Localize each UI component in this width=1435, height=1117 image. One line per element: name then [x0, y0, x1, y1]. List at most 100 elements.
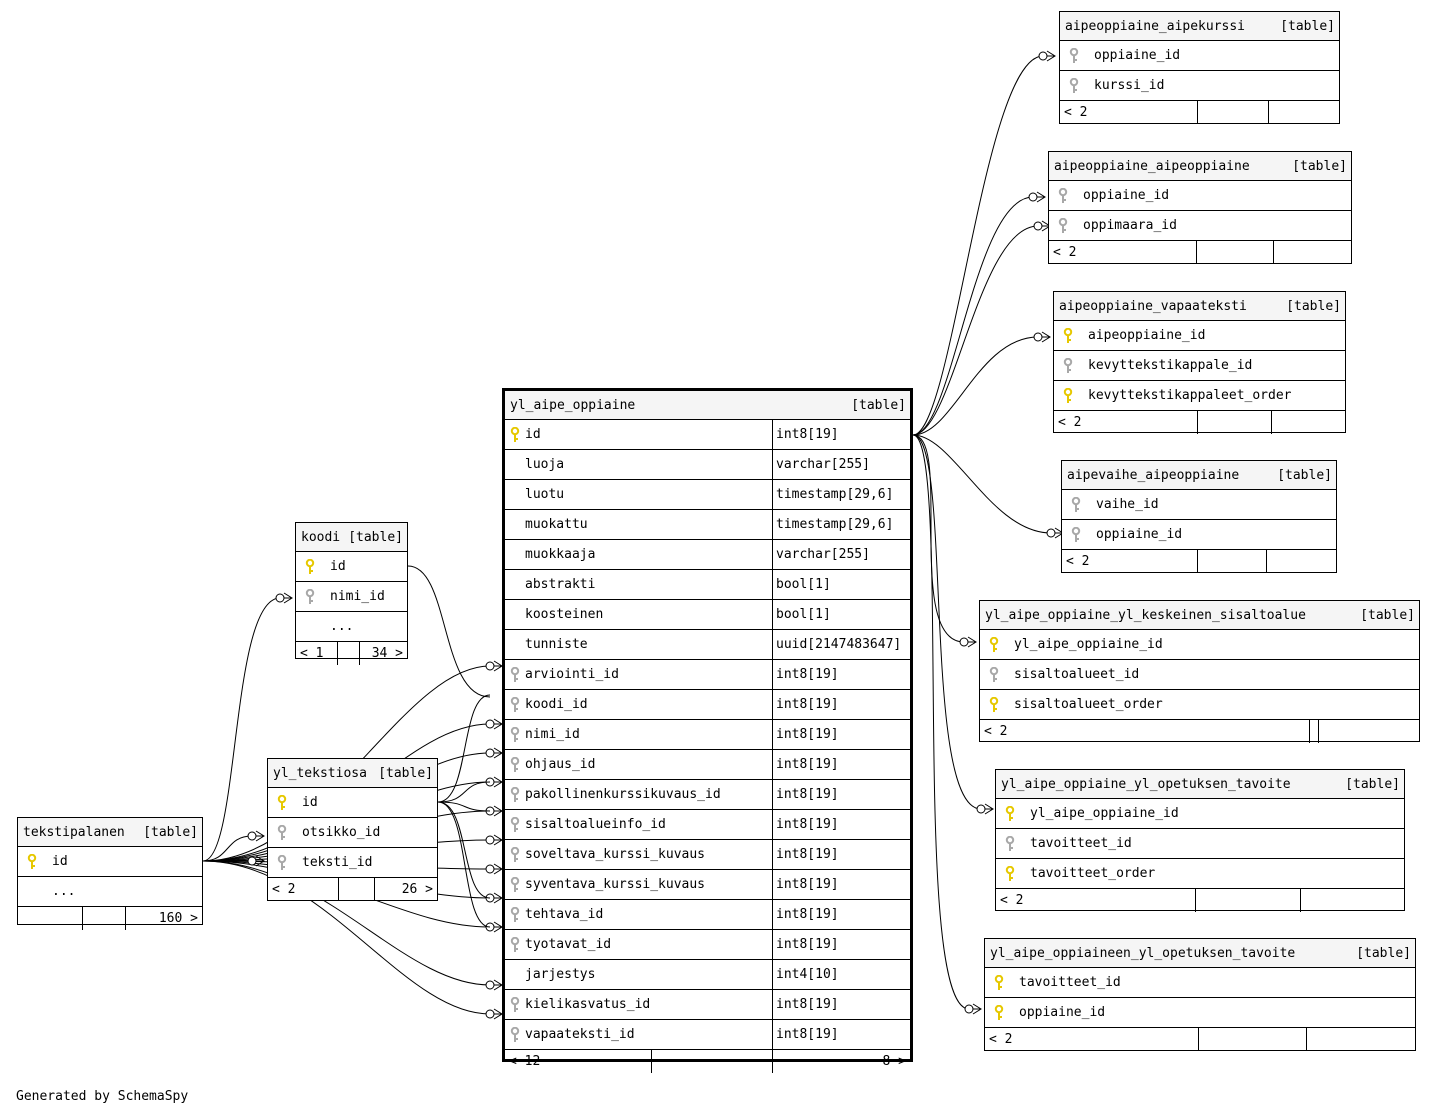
edge-marker-11 [485, 748, 495, 758]
primary-key-icon [18, 853, 46, 870]
table-aipeoppiaine-aipeoppiaine[interactable]: aipeoppiaine_aipeoppiaine[table]oppiaine… [1048, 151, 1352, 264]
edge-aipekurssi-crowfoot [1046, 50, 1056, 62]
footer-cell [1199, 1028, 1307, 1051]
table-name: aipeoppiaine_aipekurssi [1065, 18, 1246, 34]
foreign-key-icon [268, 854, 296, 871]
foreign-key-icon [1062, 496, 1090, 513]
table-yl-aipe-oppiaineen-yl-opetuksen-tavoite[interactable]: yl_aipe_oppiaineen_yl_opetuksen_tavoite[… [984, 938, 1416, 1051]
foreign-key-icon [505, 756, 525, 773]
edge-tekstiosa-marker-1 [247, 856, 257, 866]
edge-tekstiosa-crowfoot-0 [255, 830, 265, 842]
edge-tekstiosa-main-16 [437, 801, 491, 899]
edge-oppiaineen-tavoite [912, 434, 970, 1010]
column-type: timestamp[29,6] [772, 510, 910, 539]
edge-koodi [407, 565, 491, 698]
parents-count[interactable]: < 2 [996, 889, 1196, 912]
edge-vapaateksti-optional-marker [1033, 332, 1043, 342]
edge-crowfoot-13 [493, 805, 503, 817]
foreign-key-icon [996, 835, 1024, 852]
column-name: muokattu [525, 517, 588, 532]
primary-key-icon [296, 558, 324, 575]
parents-count[interactable]: < 2 [1062, 550, 1198, 573]
primary-key-icon [1054, 327, 1082, 344]
column-name: yl_aipe_oppiaine_id [1014, 637, 1163, 652]
column-name: ... [330, 619, 354, 634]
column-name: koosteinen [525, 607, 604, 622]
table-tekstipalanen[interactable]: tekstipalanen[table]id...160 > [17, 817, 203, 930]
table-name: aipeoppiaine_vapaateksti [1059, 298, 1247, 314]
children-count[interactable]: 8 > [882, 1054, 906, 1069]
column-row: abstrakti bool[1] [505, 570, 910, 600]
column-name: abstrakti [525, 577, 596, 592]
foreign-key-icon [505, 726, 525, 743]
children-count[interactable]: 34 > [371, 646, 403, 661]
column-name: aipeoppiaine_id [1088, 328, 1206, 343]
edge-aipeoppiaine-oppiaine-crowfoot [1036, 191, 1046, 203]
children-count [1272, 411, 1345, 434]
table-aipeoppiaine-vapaateksti[interactable]: aipeoppiaine_vapaateksti[table]aipeoppia… [1053, 291, 1346, 434]
table-yl-aipe-oppiaine-yl-keskeinen-sisaltoalue[interactable]: yl_aipe_oppiaine_yl_keskeinen_sisaltoalu… [979, 600, 1420, 743]
column-name: syventava_kurssi_kuvaus [525, 877, 706, 892]
edge-marker-19 [485, 980, 495, 990]
edge-marker-15 [485, 864, 495, 874]
edge-crowfoot-19 [493, 979, 503, 991]
table-footer: < 1 34 > [296, 642, 407, 665]
table-name: yl_tekstiosa [273, 765, 367, 781]
parents-count[interactable]: < 2 [268, 878, 339, 901]
column-name: nimi_id [330, 589, 385, 604]
edge-oppiaineen-tavoite-crowfoot [972, 1003, 982, 1015]
parents-count[interactable]: < 2 [1060, 101, 1198, 124]
column-row: kurssi_id [1060, 71, 1339, 101]
table-footer: < 2 [996, 889, 1404, 912]
table-yl-aipe-oppiaine-yl-opetuksen-tavoite[interactable]: yl_aipe_oppiaine_yl_opetuksen_tavoite [ta… [995, 769, 1405, 912]
footer-cell [1198, 550, 1267, 573]
footer-cell [83, 907, 126, 930]
table-header: yl_tekstiosa[table] [268, 759, 437, 788]
column-name: teksti_id [302, 855, 373, 870]
primary-key-icon [980, 636, 1008, 653]
edge-keskeinen-optional-marker [959, 637, 969, 647]
foreign-key-icon [505, 846, 525, 863]
foreign-key-icon [1049, 187, 1077, 204]
parents-count[interactable]: < 1 [296, 642, 338, 665]
table-header: yl_aipe_oppiaine_yl_opetuksen_tavoite [ta… [996, 770, 1404, 799]
children-count[interactable]: 160 > [158, 911, 198, 926]
table-header: aipevaihe_aipeoppiaine[table] [1062, 461, 1336, 490]
column-name: oppiaine_id [1019, 1005, 1106, 1020]
children-count[interactable]: 26 > [401, 882, 433, 897]
table-name: yl_aipe_oppiaine_yl_opetuksen_tavoite [1001, 776, 1291, 792]
parents-count[interactable]: < 2 [1054, 411, 1198, 434]
generated-by-label: Generated by SchemaSpy [16, 1089, 189, 1104]
column-row: nimi_id [296, 582, 407, 612]
edge-aipeoppiaine-oppimaara [912, 225, 1039, 436]
table-name: yl_aipe_oppiaineen_yl_opetuksen_tavoite [990, 945, 1296, 961]
table-aipeoppiaine-aipekurssi[interactable]: aipeoppiaine_aipekurssi[table]oppiaine_i… [1059, 11, 1340, 124]
parents-count[interactable]: < 2 [980, 720, 1310, 743]
table-type-tag: [table] [1280, 18, 1335, 34]
table-type-tag: [table] [1345, 776, 1400, 792]
column-name: sisaltoalueet_id [1014, 667, 1140, 682]
parents-count[interactable]: < 2 [1049, 241, 1197, 264]
column-row: tavoitteet_id [996, 829, 1404, 859]
column-row: vaihe_id [1062, 490, 1336, 520]
edge-koodi-nimi-crowfoot [283, 592, 293, 604]
footer-cell [1198, 411, 1272, 434]
column-type: int8[19] [772, 690, 910, 719]
column-row: yl_aipe_oppiaine_id [996, 799, 1404, 829]
footer-cell [652, 1050, 773, 1073]
column-name: nimi_id [525, 727, 580, 742]
edge-aipeoppiaine-oppiaine [912, 196, 1034, 436]
column-name: luotu [525, 487, 565, 502]
column-name: otsikko_id [302, 825, 381, 840]
column-type: bool[1] [772, 570, 910, 599]
parents-count[interactable]: < 2 [985, 1028, 1199, 1051]
parents-count[interactable]: < 12 [505, 1050, 652, 1073]
